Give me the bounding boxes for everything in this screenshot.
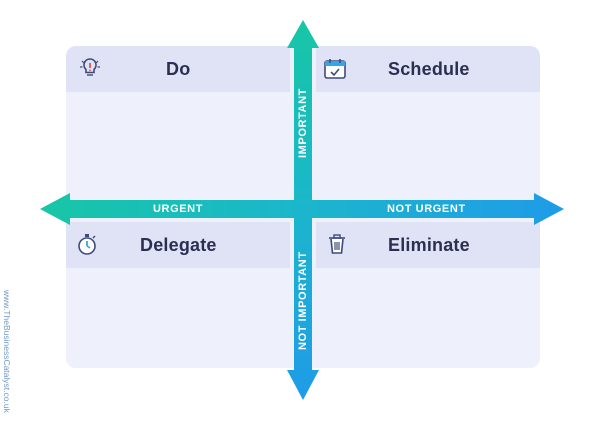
watermark-url: www.TheBusinessCatalyst.co.uk: [2, 290, 12, 413]
quadrant-delegate: Delegate: [66, 222, 290, 368]
quadrant-eliminate-header: [316, 222, 540, 268]
quadrant-schedule-header: [316, 46, 540, 92]
axis-label-urgent: URGENT: [153, 203, 204, 215]
quadrant-do-header: [66, 46, 290, 92]
axis-label-not-urgent: NOT URGENT: [387, 203, 466, 215]
quadrant-delegate-header: [66, 222, 290, 268]
quadrant-title-eliminate: Eliminate: [388, 235, 470, 255]
quadrant-title-do: Do: [166, 59, 191, 79]
trash-can-icon: [329, 234, 345, 254]
stopwatch-icon: [78, 234, 96, 255]
quadrant-title-delegate: Delegate: [140, 235, 217, 255]
vertical-axis-arrow: [287, 20, 319, 400]
calendar-check-icon: [324, 59, 346, 79]
quadrant-eliminate: Eliminate: [316, 222, 540, 368]
lightbulb-icon: [80, 58, 100, 76]
quadrant-title-schedule: Schedule: [388, 59, 470, 79]
quadrant-do: Do: [66, 46, 290, 196]
axis-label-important: IMPORTANT: [297, 88, 309, 158]
axis-label-not-important: NOT IMPORTANT: [297, 251, 309, 350]
quadrant-schedule: Schedule: [316, 46, 540, 196]
